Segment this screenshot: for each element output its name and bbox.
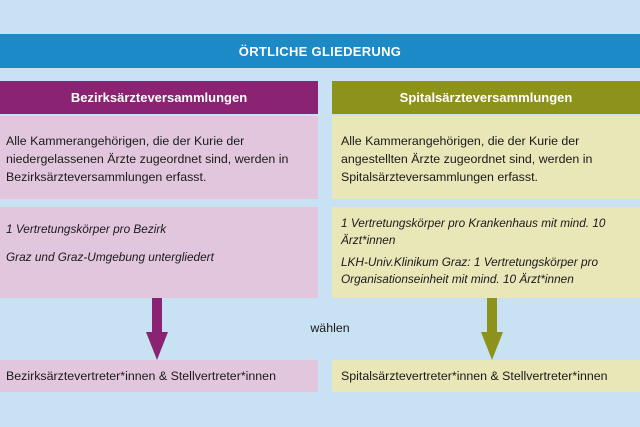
- left-description-box: Alle Kammerangehörigen, die der Kurie de…: [0, 116, 318, 199]
- left-result-box: Bezirksärztevertreter*innen & Stellvertr…: [0, 360, 318, 392]
- left-detail-2: Graz und Graz-Umgebung untergliedert: [6, 250, 214, 264]
- left-column-title-text: Bezirksärzteversammlungen: [70, 90, 248, 105]
- left-result-text: Bezirksärztevertreter*innen & Stellvertr…: [6, 369, 276, 383]
- left-detail-box: 1 Vertretungskörper pro Bezirk Graz und …: [0, 207, 318, 298]
- left-description-text: Alle Kammerangehörigen, die der Kurie de…: [6, 134, 289, 184]
- left-column-title: Bezirksärzteversammlungen: [0, 81, 318, 114]
- header-bar: ÖRTLICHE GLIEDERUNG: [0, 34, 640, 68]
- right-detail-1: 1 Vertretungskörper pro Krankenhaus mit …: [341, 216, 606, 247]
- header-title: ÖRTLICHE GLIEDERUNG: [238, 43, 402, 59]
- right-column-title: Spitalsärzteversammlungen: [332, 81, 640, 114]
- right-description-text: Alle Kammerangehörigen, die der Kurie de…: [341, 134, 593, 184]
- connector-label: wählen: [310, 321, 350, 335]
- right-down-arrow-icon: [481, 298, 503, 360]
- left-down-arrow-icon: [146, 298, 168, 360]
- right-detail-2: LKH-Univ.Klinikum Graz: 1 Vertretungskör…: [341, 255, 599, 286]
- right-detail-box: 1 Vertretungskörper pro Krankenhaus mit …: [332, 207, 640, 298]
- left-detail-1: 1 Vertretungskörper pro Bezirk: [6, 222, 167, 236]
- right-result-text: Spitalsärztevertreter*innen & Stellvertr…: [341, 369, 608, 383]
- right-result-box: Spitalsärztevertreter*innen & Stellvertr…: [332, 360, 640, 392]
- right-description-box: Alle Kammerangehörigen, die der Kurie de…: [332, 116, 640, 199]
- right-column-title-text: Spitalsärzteversammlungen: [399, 90, 573, 105]
